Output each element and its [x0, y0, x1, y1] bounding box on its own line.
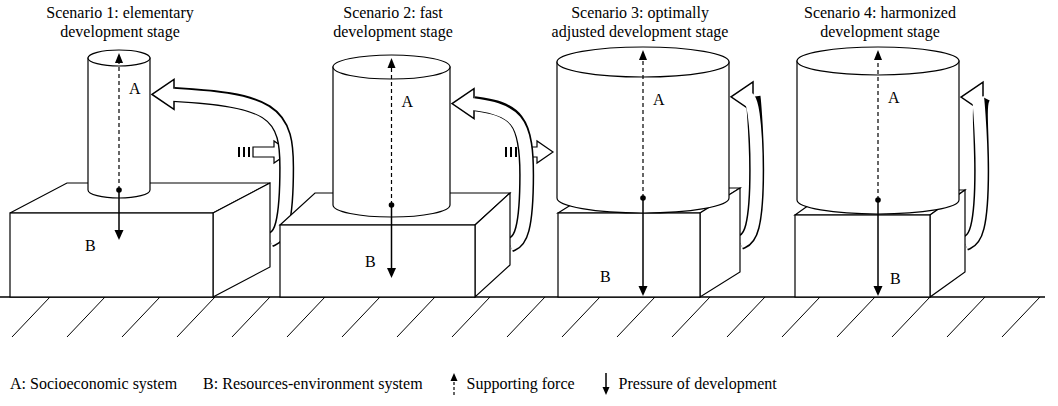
pressure-line [642, 198, 644, 287]
hatch-stroke [397, 297, 435, 337]
scenario-title: Scenario 1: elementary development stage [35, 3, 205, 41]
system-letter: A [402, 93, 414, 111]
system-letter: B [85, 237, 96, 255]
pressure-head [387, 268, 396, 278]
system-letter: A [888, 89, 900, 107]
hatch-stroke [782, 297, 820, 337]
hatch-stroke [12, 297, 50, 337]
legend-text: B: Resources-environment system [203, 374, 423, 393]
hatch-stroke [1002, 297, 1040, 337]
scenario-title: Scenario 4: harmonized development stage [795, 3, 965, 41]
socioeconomic-cylinder: A [333, 55, 450, 217]
pressure-head [639, 286, 648, 296]
block-outline [10, 183, 270, 297]
system-letter: B [890, 270, 901, 288]
legend-text: Pressure of development [619, 374, 777, 393]
cylinder-outline [333, 55, 450, 217]
pressure-line [391, 205, 393, 269]
block-front [280, 225, 475, 297]
pressure-head [874, 286, 883, 296]
block-side [475, 193, 510, 297]
scenario-title: Scenario 2: fast development stage [318, 3, 468, 41]
pressure-head [115, 230, 124, 240]
contact-dot [875, 197, 881, 203]
hatch-stroke [452, 297, 490, 337]
legend-entry: Supporting force [449, 372, 575, 396]
hatch-stroke [727, 297, 765, 337]
resources-environment-block: B [10, 183, 270, 297]
legend-entry: A: Socioeconomic system [10, 374, 177, 393]
system-letter: B [600, 268, 611, 286]
pressure-line [118, 190, 120, 231]
supporting-force-line [118, 62, 119, 190]
legend-text: A: Socioeconomic system [10, 374, 177, 393]
legend-text: Supporting force [467, 374, 575, 393]
hatch-stroke [287, 297, 325, 337]
hatch-stroke [177, 297, 215, 337]
block-front [558, 213, 700, 297]
supporting-force-line [642, 59, 643, 198]
hatch-stroke [562, 297, 600, 337]
hatch-stroke [232, 297, 270, 337]
cylinder-body [88, 58, 150, 198]
hatch-stroke [67, 297, 105, 337]
force-pair [387, 58, 396, 278]
supporting-force-sample [449, 372, 459, 396]
hatch-stroke [947, 297, 985, 337]
pressure-line [877, 200, 879, 287]
pressure-sample [601, 372, 611, 396]
hatch-stroke [122, 297, 160, 337]
contact-dot [640, 195, 646, 201]
legend-entry: Pressure of development [601, 372, 777, 396]
contact-dot [116, 187, 122, 193]
cycle-arrow-fill [965, 97, 982, 243]
supporting-force-head [639, 50, 647, 60]
block-front [10, 213, 213, 297]
system-letter: A [129, 80, 141, 98]
hatch-stroke [672, 297, 710, 337]
force-pair [639, 50, 648, 296]
hatch-stroke [617, 297, 655, 337]
ground-hatching [12, 297, 1040, 337]
hatch-stroke [837, 297, 875, 337]
system-letter: B [365, 253, 376, 271]
force-pair [115, 53, 124, 240]
contact-dot [389, 202, 395, 208]
cycle-arrow-fill [740, 97, 757, 243]
scenario-title: Scenario 3: optimally adjusted developme… [547, 3, 733, 41]
supporting-force-line [391, 67, 392, 205]
system-letter: A [653, 91, 665, 109]
supporting-force-head [115, 53, 123, 63]
cycle-arrow-outline [965, 97, 983, 243]
hatch-stroke [892, 297, 930, 337]
block-side [213, 183, 270, 297]
supporting-force-head [388, 58, 396, 68]
cylinder-body [333, 67, 450, 217]
block-front [795, 215, 930, 297]
legend: A: Socioeconomic system B: Resources-envi… [10, 372, 803, 396]
supporting-force-head [874, 50, 882, 60]
cycle-arrow-outline [740, 97, 757, 243]
supporting-force-line [877, 59, 878, 200]
hatch-stroke [342, 297, 380, 337]
hatch-stroke [507, 297, 545, 337]
force-pair [874, 50, 883, 296]
legend-entry: B: Resources-environment system [203, 374, 423, 393]
